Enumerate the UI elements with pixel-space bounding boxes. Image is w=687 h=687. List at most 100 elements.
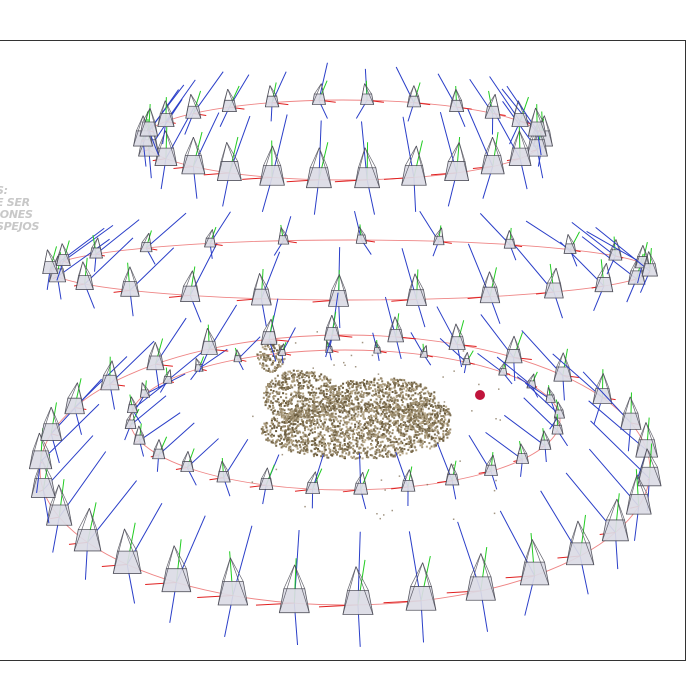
camera-frustum xyxy=(480,314,532,382)
camera-frustum xyxy=(286,120,332,215)
camera-frustum xyxy=(391,248,427,328)
camera-frustum xyxy=(56,224,114,281)
camera-frustum xyxy=(437,73,472,127)
camera-frustum xyxy=(46,451,107,553)
camera-frustum xyxy=(523,397,569,447)
camera-frustum xyxy=(157,79,196,145)
camera-frustum xyxy=(294,454,324,509)
side-note-line: S: xyxy=(0,184,8,197)
camera-frustum xyxy=(236,251,281,327)
camera-frustum xyxy=(489,104,532,190)
camera-frustum xyxy=(446,521,496,632)
camera-frustum xyxy=(391,451,416,506)
camera-frustum xyxy=(383,116,427,212)
camera-frustum xyxy=(489,76,531,145)
camera-frustum xyxy=(506,85,547,156)
camera-frustum xyxy=(198,304,238,373)
camera-frustum xyxy=(68,480,137,580)
side-notes: S: E SER IONES SPEJOS ) xyxy=(0,185,39,245)
camera-frustum xyxy=(469,78,506,135)
camera-frustums xyxy=(28,62,662,647)
camera-frustum xyxy=(540,490,595,595)
camera-frustum xyxy=(255,530,310,646)
camera-frustum xyxy=(173,112,220,199)
side-note-line: ) xyxy=(0,233,39,245)
camera-frustum xyxy=(150,422,195,472)
camera-frustum xyxy=(590,420,662,511)
camera-frustum xyxy=(521,330,580,401)
camera-frustum xyxy=(384,296,416,359)
camera-frustum xyxy=(203,115,251,207)
camera-frustum xyxy=(219,74,250,127)
camera-frustum xyxy=(467,108,505,199)
camera-frustum xyxy=(395,66,431,122)
camera-frustum xyxy=(73,237,134,309)
camera-frustum xyxy=(437,443,460,500)
camera-frustum xyxy=(323,292,353,358)
camera-frustum xyxy=(565,472,629,570)
camera-frustum xyxy=(242,114,288,212)
side-note-line: E SER xyxy=(0,196,30,209)
camera-frustum xyxy=(419,210,452,257)
camera-frustum xyxy=(184,71,224,135)
camera-frustum xyxy=(101,502,163,604)
camera-frustum xyxy=(582,371,642,452)
camera-frustum xyxy=(126,380,170,424)
camera-frustum xyxy=(479,213,523,261)
camera-frustum xyxy=(410,332,433,366)
camera-frustum xyxy=(318,531,374,647)
camera-frustum xyxy=(499,510,550,616)
camera-frustum xyxy=(485,431,530,477)
target-marker xyxy=(475,390,485,400)
camera-frustum xyxy=(477,352,513,385)
camera-frustum xyxy=(273,216,297,256)
camera-frustum xyxy=(355,68,385,119)
camera-frustum xyxy=(89,219,140,272)
camera-frustum xyxy=(467,243,501,324)
camera-frustum xyxy=(277,327,296,364)
camera-frustum xyxy=(342,453,370,510)
camera-frustum xyxy=(133,412,181,457)
camera-frustum xyxy=(40,378,102,464)
camera-frustum xyxy=(504,414,552,463)
camera-frustum xyxy=(136,373,186,408)
camera-frustum xyxy=(354,210,376,255)
camera-frustum xyxy=(439,337,475,374)
camera-frustum xyxy=(197,525,253,637)
camera-frustum xyxy=(513,243,564,319)
side-note-line: IONES xyxy=(0,208,33,221)
camera-frustum xyxy=(430,112,470,207)
point-cloud-sculpture xyxy=(251,331,501,520)
side-note-line: SPEJOS xyxy=(0,220,40,233)
camera-frustum xyxy=(588,448,652,541)
camera-frustum xyxy=(383,531,437,643)
camera-frustum xyxy=(312,247,350,328)
camera-frustum xyxy=(42,227,105,290)
camera-frustum xyxy=(588,400,659,481)
camera-frustum xyxy=(139,212,187,265)
camera-frustum xyxy=(100,340,155,410)
camera-frustum xyxy=(524,382,566,430)
camera-frustum xyxy=(334,121,381,215)
camera-frustum xyxy=(260,298,289,362)
camera-frustum xyxy=(525,220,581,267)
camera-frustum xyxy=(436,306,477,368)
camera-frustum xyxy=(113,247,175,317)
camera-frustum xyxy=(159,352,202,393)
camera-frustum xyxy=(146,317,187,389)
camera-trajectories xyxy=(39,99,651,606)
camera-frustum xyxy=(124,395,167,441)
camera-frustum xyxy=(168,242,218,323)
camera-frustum xyxy=(209,438,249,497)
camera-frustum xyxy=(145,515,206,623)
camera-frustum xyxy=(64,356,128,435)
camera-frustum xyxy=(264,71,289,122)
camera-frustum xyxy=(204,211,231,259)
camera-frustum xyxy=(372,332,387,361)
camera-frustum xyxy=(311,62,336,119)
camera-frustum xyxy=(233,336,261,371)
camera-frustum xyxy=(595,226,658,293)
camera-frustum xyxy=(249,454,280,505)
camera-frustum xyxy=(468,435,498,490)
